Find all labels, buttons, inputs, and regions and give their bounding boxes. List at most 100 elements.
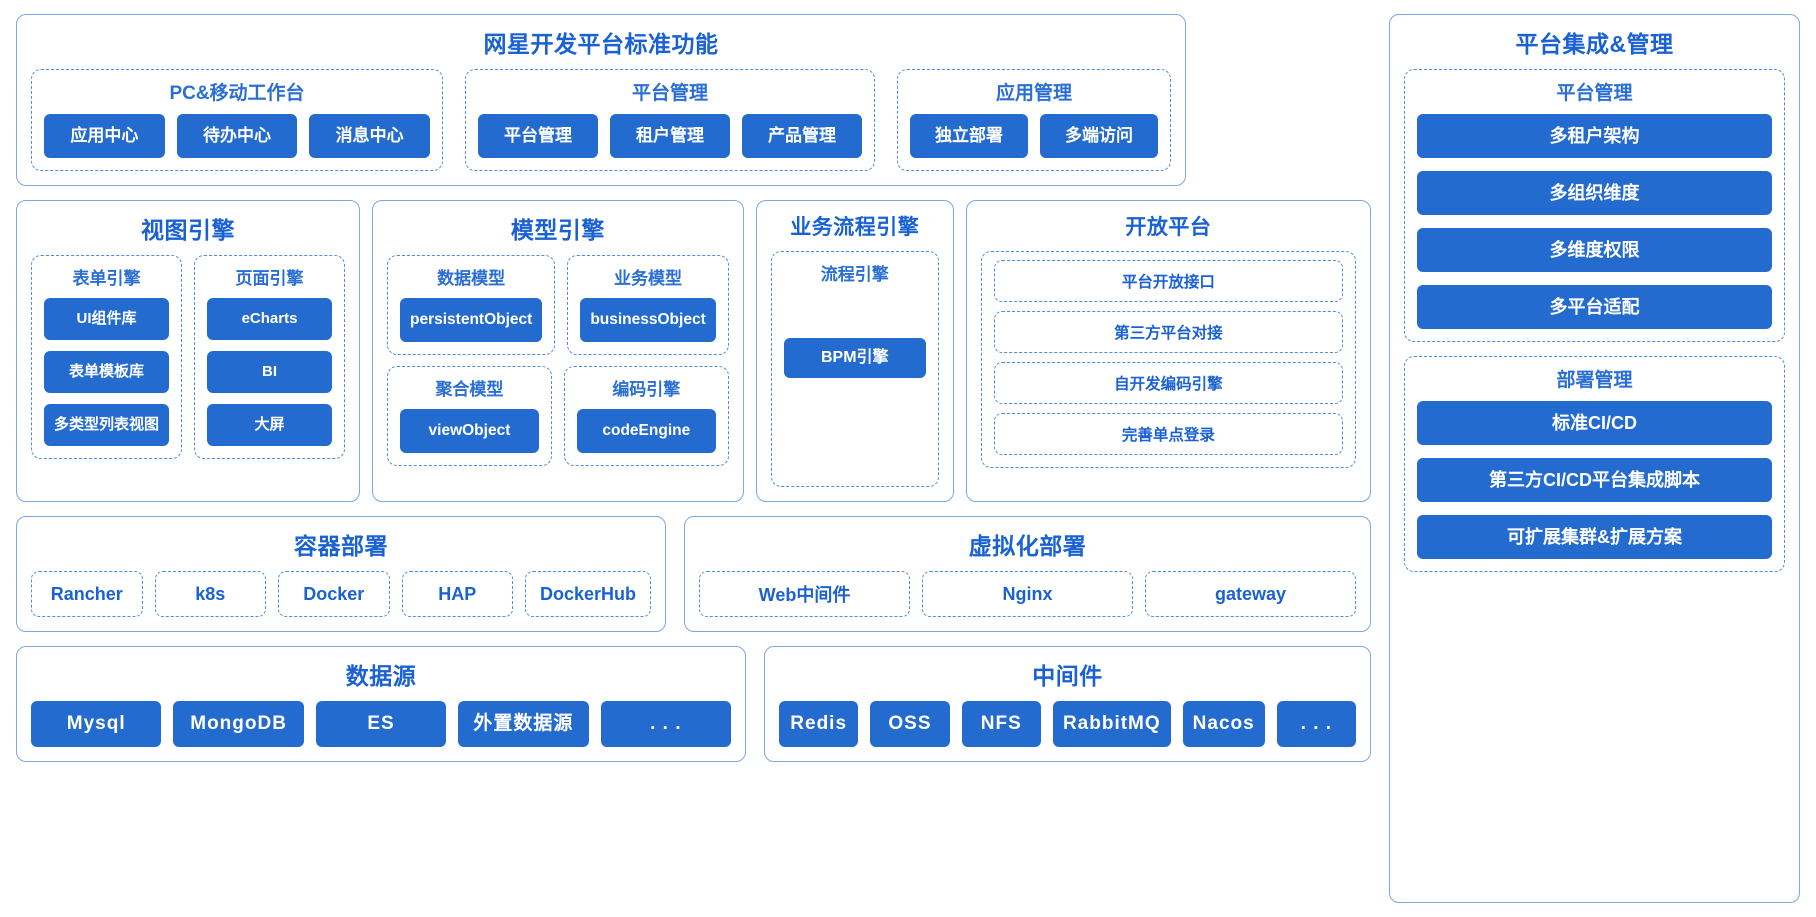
business-process-engine-title: 业务流程引擎 <box>790 216 920 239</box>
group-business-model-title: 业务模型 <box>614 269 683 288</box>
chip-nfs[interactable]: NFS <box>961 701 1041 747</box>
chip-docker[interactable]: Docker <box>278 571 390 617</box>
chip-multi-terminal[interactable]: 多端访问 <box>1040 114 1158 158</box>
chip-hap[interactable]: HAP <box>401 571 513 617</box>
chip-self-dev-code-engine[interactable]: 自开发编码引擎 <box>993 362 1343 404</box>
chip-multi-org-dimension[interactable]: 多组织维度 <box>1417 171 1772 215</box>
chip-code-engine[interactable]: codeEngine <box>576 409 716 453</box>
integration-panel: 平台集成&管理 平台管理 多租户架构 多组织维度 多维度权限 多平台适配 部署管… <box>1389 14 1800 903</box>
model-engine-title: 模型引擎 <box>510 217 605 243</box>
group-integration-platform-management-title: 平台管理 <box>1556 83 1633 104</box>
chip-echarts[interactable]: eCharts <box>207 298 332 340</box>
chip-es[interactable]: ES <box>315 701 447 747</box>
group-open-platform-items: 平台开放接口 第三方平台对接 自开发编码引擎 完善单点登录 <box>980 251 1356 468</box>
group-page-engine: 页面引擎 eCharts BI 大屏 <box>194 255 345 459</box>
chip-bi[interactable]: BI <box>207 351 332 393</box>
right-column: 平台集成&管理 平台管理 多租户架构 多组织维度 多维度权限 多平台适配 部署管… <box>1389 14 1800 903</box>
engines-row: 视图引擎 表单引擎 UI组件库 表单模板库 多类型列表视图 页面引擎 eCha <box>16 200 1371 502</box>
data-layer-row: 数据源 Mysql MongoDB ES 外置数据源 . . . 中间件 Red… <box>16 646 1371 762</box>
group-deployment-management-title: 部署管理 <box>1556 370 1633 391</box>
standard-platform-panel: 网星开发平台标准功能 PC&移动工作台 应用中心 待办中心 消息中心 平台管理 <box>16 14 1186 186</box>
chip-persistent-object[interactable]: persistentObject <box>400 298 543 342</box>
middleware-title: 中间件 <box>1032 663 1103 689</box>
chip-form-template-library[interactable]: 表单模板库 <box>44 351 169 393</box>
view-engine-panel: 视图引擎 表单引擎 UI组件库 表单模板库 多类型列表视图 页面引擎 eCha <box>16 200 360 502</box>
chip-scalable-cluster[interactable]: 可扩展集群&扩展方案 <box>1417 515 1772 559</box>
group-business-model: 业务模型 businessObject <box>567 255 729 355</box>
middleware-panel: 中间件 Redis OSS NFS RabbitMQ Nacos . . . <box>764 646 1371 762</box>
chip-third-party-docking[interactable]: 第三方平台对接 <box>993 311 1343 353</box>
group-application-management-title: 应用管理 <box>995 83 1072 104</box>
chip-third-party-cicd[interactable]: 第三方CI/CD平台集成脚本 <box>1417 458 1772 502</box>
chip-product-management[interactable]: 产品管理 <box>742 114 862 158</box>
chip-rabbitmq[interactable]: RabbitMQ <box>1052 701 1171 747</box>
chip-web-middleware[interactable]: Web中间件 <box>699 571 910 617</box>
group-process-engine: 流程引擎 BPM引擎 <box>770 251 939 487</box>
chip-app-center[interactable]: 应用中心 <box>44 114 165 158</box>
chip-ui-component-library[interactable]: UI组件库 <box>44 298 169 340</box>
group-application-management: 应用管理 独立部署 多端访问 <box>897 69 1171 171</box>
left-column: 网星开发平台标准功能 PC&移动工作台 应用中心 待办中心 消息中心 平台管理 <box>16 14 1371 903</box>
integration-title: 平台集成&管理 <box>1515 31 1674 57</box>
business-process-engine-panel: 业务流程引擎 流程引擎 BPM引擎 <box>755 200 954 502</box>
group-workbench-title: PC&移动工作台 <box>169 83 305 104</box>
deployment-row: 容器部署 Rancher k8s Docker HAP DockerHub 虚拟… <box>16 516 1371 632</box>
group-platform-management-title: 平台管理 <box>631 83 708 104</box>
standard-functions-row: 网星开发平台标准功能 PC&移动工作台 应用中心 待办中心 消息中心 平台管理 <box>16 14 1371 186</box>
chip-multi-tenant-architecture[interactable]: 多租户架构 <box>1417 114 1772 158</box>
group-form-engine-title: 表单引擎 <box>72 269 141 288</box>
chip-single-sign-on[interactable]: 完善单点登录 <box>993 413 1343 455</box>
chip-platform-management[interactable]: 平台管理 <box>478 114 598 158</box>
container-deployment-panel: 容器部署 Rancher k8s Docker HAP DockerHub <box>16 516 666 632</box>
chip-rancher[interactable]: Rancher <box>31 571 143 617</box>
chip-external-datasource[interactable]: 外置数据源 <box>458 701 589 747</box>
chip-multi-type-list-view[interactable]: 多类型列表视图 <box>44 404 169 446</box>
group-integration-platform-management: 平台管理 多租户架构 多组织维度 多维度权限 多平台适配 <box>1404 69 1785 342</box>
chip-nacos[interactable]: Nacos <box>1182 701 1265 747</box>
chip-mongodb[interactable]: MongoDB <box>173 701 304 747</box>
model-engine-panel: 模型引擎 数据模型 persistentObject 业务模型 business… <box>372 200 744 502</box>
group-platform-management: 平台管理 平台管理 租户管理 产品管理 <box>465 69 875 171</box>
group-code-engine: 编码引擎 codeEngine <box>563 366 729 466</box>
group-data-model: 数据模型 persistentObject <box>387 255 556 355</box>
chip-message-center[interactable]: 消息中心 <box>309 114 431 158</box>
group-deployment-management: 部署管理 标准CI/CD 第三方CI/CD平台集成脚本 可扩展集群&扩展方案 <box>1404 356 1785 572</box>
chip-oss[interactable]: OSS <box>870 701 950 747</box>
datasource-panel: 数据源 Mysql MongoDB ES 外置数据源 . . . <box>16 646 746 762</box>
chip-todo-center[interactable]: 待办中心 <box>176 114 298 158</box>
group-form-engine: 表单引擎 UI组件库 表单模板库 多类型列表视图 <box>31 255 182 459</box>
chip-platform-open-api[interactable]: 平台开放接口 <box>993 260 1343 302</box>
chip-multi-platform-adaptation[interactable]: 多平台适配 <box>1417 285 1772 329</box>
chip-big-screen[interactable]: 大屏 <box>207 404 332 446</box>
virtualization-deployment-panel: 虚拟化部署 Web中间件 Nginx gateway <box>684 516 1371 632</box>
chip-dockerhub[interactable]: DockerHub <box>525 571 652 617</box>
container-deployment-title: 容器部署 <box>294 533 388 559</box>
chip-gateway[interactable]: gateway <box>1145 571 1356 617</box>
chip-redis[interactable]: Redis <box>779 701 859 747</box>
chip-k8s[interactable]: k8s <box>154 571 266 617</box>
open-platform-title: 开放平台 <box>1125 216 1212 239</box>
chip-nginx[interactable]: Nginx <box>922 571 1133 617</box>
chip-standard-cicd[interactable]: 标准CI/CD <box>1417 401 1772 445</box>
page-title: 网星开发平台标准功能 <box>483 31 719 57</box>
group-aggregate-model-title: 聚合模型 <box>435 380 504 399</box>
chip-bpm-engine[interactable]: BPM引擎 <box>783 338 926 378</box>
group-process-engine-title: 流程引擎 <box>820 265 889 284</box>
datasource-title: 数据源 <box>345 663 417 689</box>
chip-multi-dimension-permission[interactable]: 多维度权限 <box>1417 228 1772 272</box>
chip-mysql[interactable]: Mysql <box>31 701 162 747</box>
virtualization-deployment-title: 虚拟化部署 <box>968 533 1087 559</box>
group-data-model-title: 数据模型 <box>437 269 506 288</box>
chip-datasource-more[interactable]: . . . <box>600 701 732 747</box>
view-engine-title: 视图引擎 <box>141 217 235 243</box>
group-aggregate-model: 聚合模型 viewObject <box>387 366 552 466</box>
group-page-engine-title: 页面引擎 <box>235 269 304 288</box>
chip-middleware-more[interactable]: . . . <box>1276 701 1356 747</box>
chip-tenant-management[interactable]: 租户管理 <box>610 114 730 158</box>
group-code-engine-title: 编码引擎 <box>612 380 681 399</box>
chip-independent-deploy[interactable]: 独立部署 <box>910 114 1028 158</box>
chip-business-object[interactable]: businessObject <box>580 298 716 342</box>
chip-view-object[interactable]: viewObject <box>400 409 539 453</box>
group-workbench: PC&移动工作台 应用中心 待办中心 消息中心 <box>31 69 443 171</box>
